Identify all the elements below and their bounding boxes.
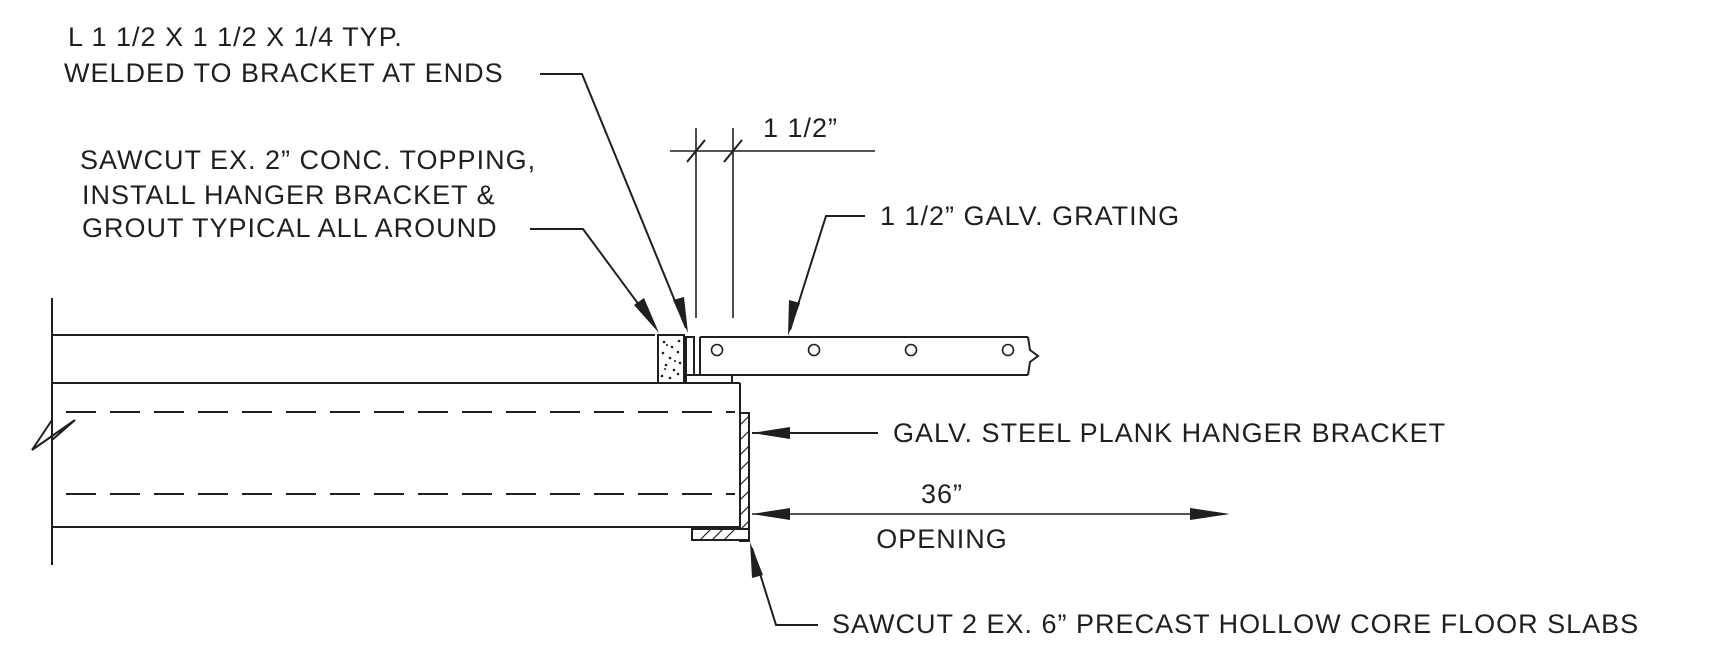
note-sawcut-topping-line3: GROUT TYPICAL ALL AROUND: [82, 213, 498, 243]
grating-bar-hole: [807, 343, 821, 357]
note-bracket: GALV. STEEL PLANK HANGER BRACKET: [752, 418, 1446, 448]
grout-stipple: [660, 339, 682, 380]
bracket-bottom-plate: [691, 528, 750, 541]
slab-break-symbol: [31, 419, 76, 451]
note-sawcut-topping-leader: [530, 228, 657, 329]
note-sawcut-topping-arrowhead: [634, 298, 659, 333]
opening-arrow-right: [1190, 508, 1230, 520]
steel-angle: [685, 336, 733, 384]
grating-break-symbol: [1027, 336, 1040, 376]
note-angle-line2: WELDED TO BRACKET AT ENDS: [64, 58, 504, 88]
note-angle-line1: L 1 1/2 X 1 1/2 X 1/4 TYP.: [68, 22, 403, 52]
dimension-opening: 36” OPENING: [752, 479, 1230, 554]
precast-slab-assembly: [31, 298, 741, 565]
dim-grating-gap-text: 1 1/2”: [763, 113, 838, 143]
note-sawcut-slabs-text: SAWCUT 2 EX. 6” PRECAST HOLLOW CORE FLOO…: [832, 609, 1639, 639]
opening-arrow-left: [752, 508, 790, 520]
note-sawcut-topping-line2: INSTALL HANGER BRACKET &: [82, 180, 496, 210]
grating-bar-hole: [710, 343, 724, 357]
note-sawcut-topping-line1: SAWCUT EX. 2” CONC. TOPPING,: [80, 145, 536, 175]
grating-bar-hole: [1001, 343, 1015, 357]
opening-label-text: OPENING: [876, 524, 1008, 554]
note-grating: 1 1/2” GALV. GRATING: [788, 201, 1180, 336]
note-bracket-text: GALV. STEEL PLANK HANGER BRACKET: [893, 418, 1446, 448]
angle-horizontal-leg: [685, 374, 733, 384]
dim-tick-left: [686, 139, 706, 163]
note-bracket-arrowhead: [752, 427, 790, 439]
grout-pocket: [657, 334, 685, 384]
dimension-grating-gap: 1 1/2”: [670, 113, 875, 318]
note-angle: L 1 1/2 X 1 1/2 X 1/4 TYP. WELDED TO BRA…: [64, 22, 688, 333]
grating-bar-hole: [904, 343, 918, 357]
note-sawcut-slabs-leader: [751, 547, 818, 626]
note-angle-arrowhead: [673, 297, 688, 333]
note-sawcut-slabs-arrowhead: [750, 542, 763, 578]
note-grating-arrowhead: [788, 300, 800, 336]
galvanized-grating: [699, 336, 1040, 376]
bracket-hatching: [699, 415, 750, 541]
opening-value-text: 36”: [921, 479, 963, 509]
note-sawcut-topping: SAWCUT EX. 2” CONC. TOPPING, INSTALL HAN…: [80, 145, 659, 333]
note-angle-leader: [540, 73, 687, 329]
note-grating-leader: [789, 215, 865, 331]
dim-tick-right: [723, 139, 743, 163]
hanger-bracket: [691, 412, 750, 542]
note-sawcut-slabs: SAWCUT 2 EX. 6” PRECAST HOLLOW CORE FLOO…: [750, 542, 1639, 639]
note-grating-text: 1 1/2” GALV. GRATING: [880, 201, 1180, 231]
